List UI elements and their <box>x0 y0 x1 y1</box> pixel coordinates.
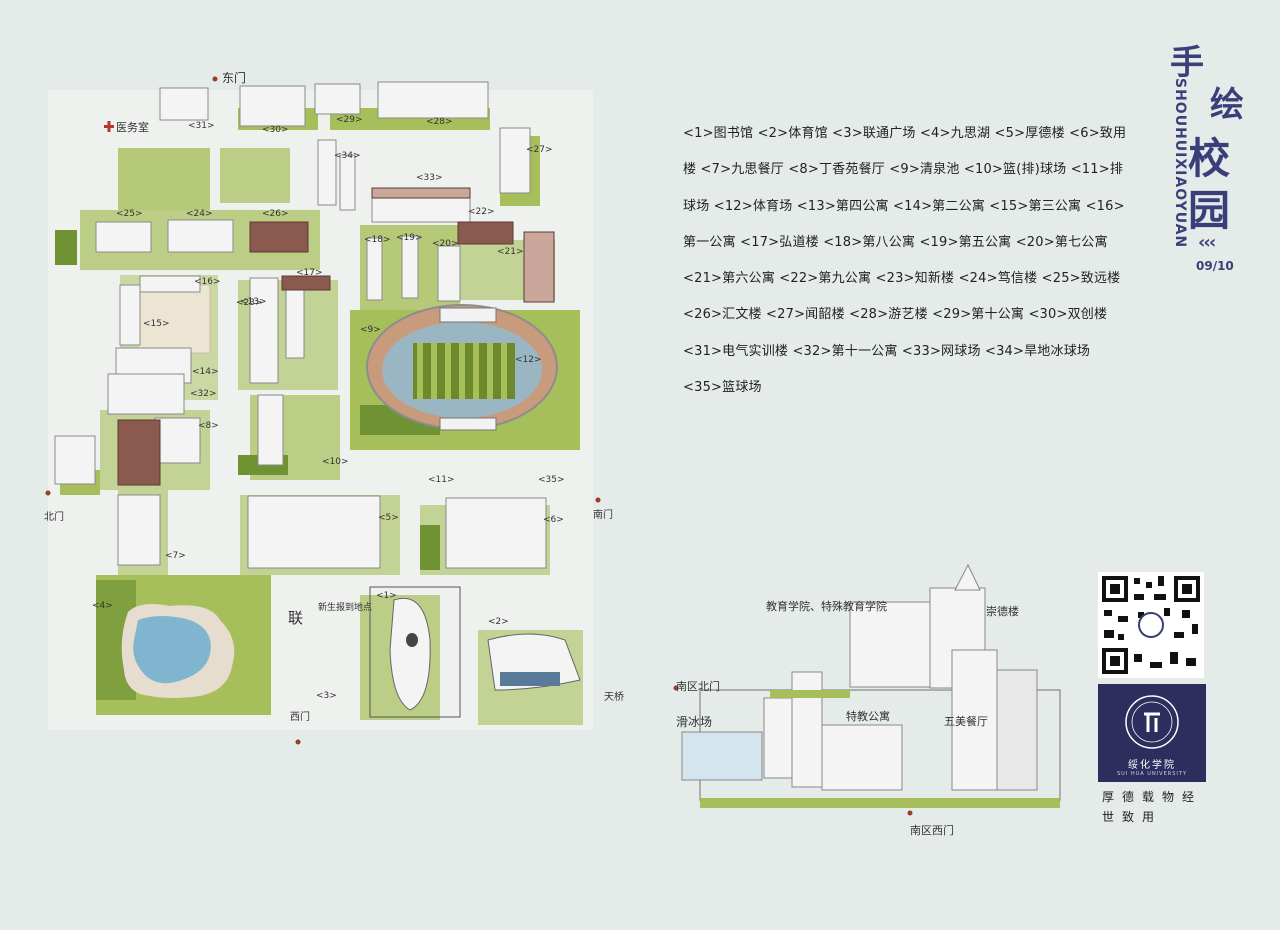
number-7: <7> <box>165 551 186 561</box>
clinic-label: 医务室 <box>116 120 149 134</box>
number-19: <19> <box>396 233 423 243</box>
number-11: <11> <box>428 475 455 485</box>
number-31: <31> <box>188 121 215 131</box>
number-30: <30> <box>262 125 289 135</box>
buildings <box>54 81 547 569</box>
legend-text: <1>图书馆 <2>体育馆 <3>联通广场 <4>九思湖 <5>厚德楼 <6>致… <box>683 126 1127 396</box>
number-17: <17> <box>296 268 323 278</box>
wumei-label: 五美餐厅 <box>944 714 988 728</box>
special-apt-label: 特教公寓 <box>846 709 890 723</box>
title-pinyin: SHOUHUIXIAOYUAN <box>1172 78 1188 249</box>
number-2: <2> <box>488 617 509 627</box>
number-33: <33> <box>416 173 443 183</box>
number-8: <8> <box>198 421 219 431</box>
number-23: <23> <box>236 298 263 308</box>
number-21: <21> <box>497 247 524 257</box>
number-9: <9> <box>360 325 381 335</box>
new-student-label: 新生报到地点 <box>318 601 372 613</box>
number-35: <35> <box>538 475 565 485</box>
square-label-1: 联 <box>288 609 303 627</box>
edu-college-label: 教育学院、特殊教育学院 <box>766 599 887 613</box>
number-28: <28> <box>426 117 453 127</box>
south-district <box>681 563 1061 808</box>
number-15: <15> <box>143 319 170 329</box>
number-1: <1> <box>376 591 397 601</box>
number-16: <16> <box>194 277 221 287</box>
motto: 厚德载物经世致用 <box>1102 790 1203 824</box>
badge-cn: 绥化学院 <box>1128 760 1176 771</box>
skating-label: 滑冰场 <box>676 715 712 729</box>
south-north-gate-label: 南区北门 <box>676 679 720 693</box>
library <box>369 586 461 718</box>
plaza <box>137 284 211 354</box>
number-12: <12> <box>515 355 542 365</box>
title-block: 手 绘 校 园 <box>1160 35 1250 275</box>
number-25: <25> <box>116 209 143 219</box>
number-27: <27> <box>526 145 553 155</box>
clinic-cross-icon <box>104 121 114 132</box>
chevrons-icon: ‹‹‹ <box>1198 232 1216 253</box>
title-char-3: 校 <box>1188 134 1231 183</box>
north-gate-label: 北门 <box>44 510 64 523</box>
number-22: <22> <box>468 207 495 217</box>
number-6: <6> <box>543 515 564 525</box>
university-seal-icon <box>1125 695 1179 749</box>
page-number: 09/10 <box>1196 259 1234 273</box>
number-20: <20> <box>432 239 459 249</box>
stadium <box>366 304 558 431</box>
number-3: <3> <box>316 691 337 701</box>
overpass-label: 天桥 <box>604 691 624 703</box>
south-west-gate-label: 南区西门 <box>910 823 954 837</box>
badge-en: SUI HUA UNIVERSITY <box>1116 771 1187 777</box>
chongde-label: 崇德楼 <box>986 604 1019 618</box>
number-32: <32> <box>190 389 217 399</box>
title-char-2: 绘 <box>1210 85 1244 125</box>
number-10: <10> <box>322 457 349 467</box>
number-34: <34> <box>334 151 361 161</box>
jiusi-lake <box>121 604 235 698</box>
number-26: <26> <box>262 209 289 219</box>
number-4: <4> <box>92 601 113 611</box>
qr-code[interactable] <box>1098 572 1204 678</box>
title-char-4: 园 <box>1188 186 1231 235</box>
number-13: <13> <box>240 297 267 307</box>
building-numbers: <1> <2> <3> <4> <5> <6> <7> <8> <9> <10>… <box>92 115 565 701</box>
number-14: <14> <box>192 367 219 377</box>
number-24: <24> <box>186 209 213 219</box>
south-gate-label: 南门 <box>593 508 613 521</box>
brick-buildings <box>117 187 555 486</box>
gate-markers <box>45 76 913 816</box>
qr-code-icon <box>1102 576 1200 674</box>
university-badge: 绥化学院 SUI HUA UNIVERSITY <box>1098 684 1206 782</box>
east-gate-label: 东门 <box>222 70 246 85</box>
gym <box>487 633 581 691</box>
title-char-1: 手 <box>1170 43 1204 83</box>
number-5: <5> <box>378 513 399 523</box>
number-29: <29> <box>336 115 363 125</box>
number-18: <18> <box>364 235 391 245</box>
west-gate-label: 西门 <box>290 710 310 723</box>
